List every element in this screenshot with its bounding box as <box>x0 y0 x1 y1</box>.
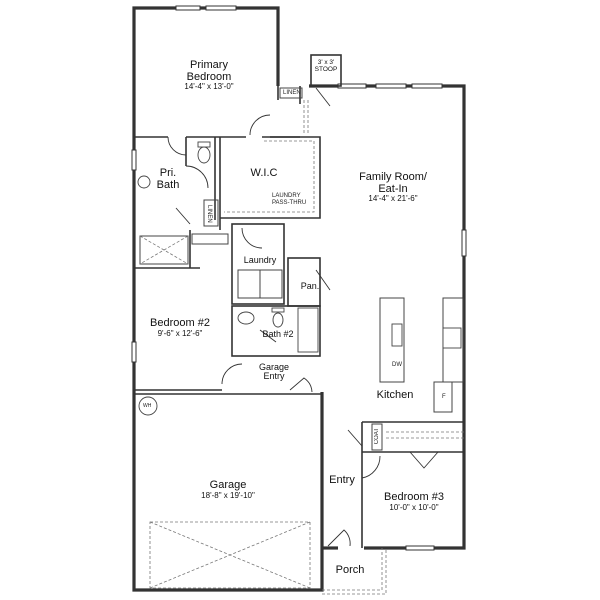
water-heater-label: WH <box>143 403 152 409</box>
linen-label: LINEN <box>283 90 301 96</box>
room-garage-entry: Garage Entry <box>258 362 290 382</box>
room-laundry: Laundry <box>243 255 277 265</box>
toilet-icon <box>272 312 284 328</box>
room-entry: Entry <box>329 474 355 486</box>
doors <box>167 87 439 547</box>
room-bedroom-3: Bedroom #3 10'-0" x 10'-0" <box>384 491 444 512</box>
linen-bath-label: LINEN <box>206 205 212 223</box>
room-primary-bedroom: Primary Bedroom 14'-4" x 13'-0" <box>184 59 234 92</box>
room-porch: Porch <box>335 564 365 576</box>
water-heater-icon <box>138 396 158 416</box>
dishwasher-label: DW <box>392 362 402 368</box>
interior-walls <box>134 54 464 595</box>
toilet-icon <box>197 146 211 164</box>
room-garage: Garage 18'-8" x 19'-10" <box>201 479 255 500</box>
room-family-room: Family Room/ Eat-In 14'-4" x 21'-6" <box>359 171 427 204</box>
room-bath-2: Bath #2 <box>262 329 294 339</box>
room-pri-bath: Pri. Bath <box>156 167 180 191</box>
sink-icon <box>237 311 255 325</box>
room-kitchen: Kitchen <box>376 389 414 401</box>
laundry-pass-thru-label: LAUNDRY <box>272 193 301 199</box>
kitchen-sink-icon <box>391 323 403 347</box>
room-stoop: 3' x 3' STOOP <box>314 59 338 73</box>
room-bedroom-2: Bedroom #2 9'-6" x 12'-6" <box>150 317 210 338</box>
laundry-pass-thru-label-2: PASS-THRU <box>272 200 307 206</box>
room-pantry: Pan. <box>300 281 320 291</box>
bathtub-icon <box>297 307 319 353</box>
sink-icon <box>137 175 151 189</box>
coat-label: COAT <box>374 428 380 445</box>
room-wic: W.I.C <box>250 167 278 179</box>
fixtures <box>137 141 462 416</box>
windows <box>131 5 467 551</box>
range-icon <box>442 327 462 349</box>
fridge-label: F <box>442 394 446 400</box>
